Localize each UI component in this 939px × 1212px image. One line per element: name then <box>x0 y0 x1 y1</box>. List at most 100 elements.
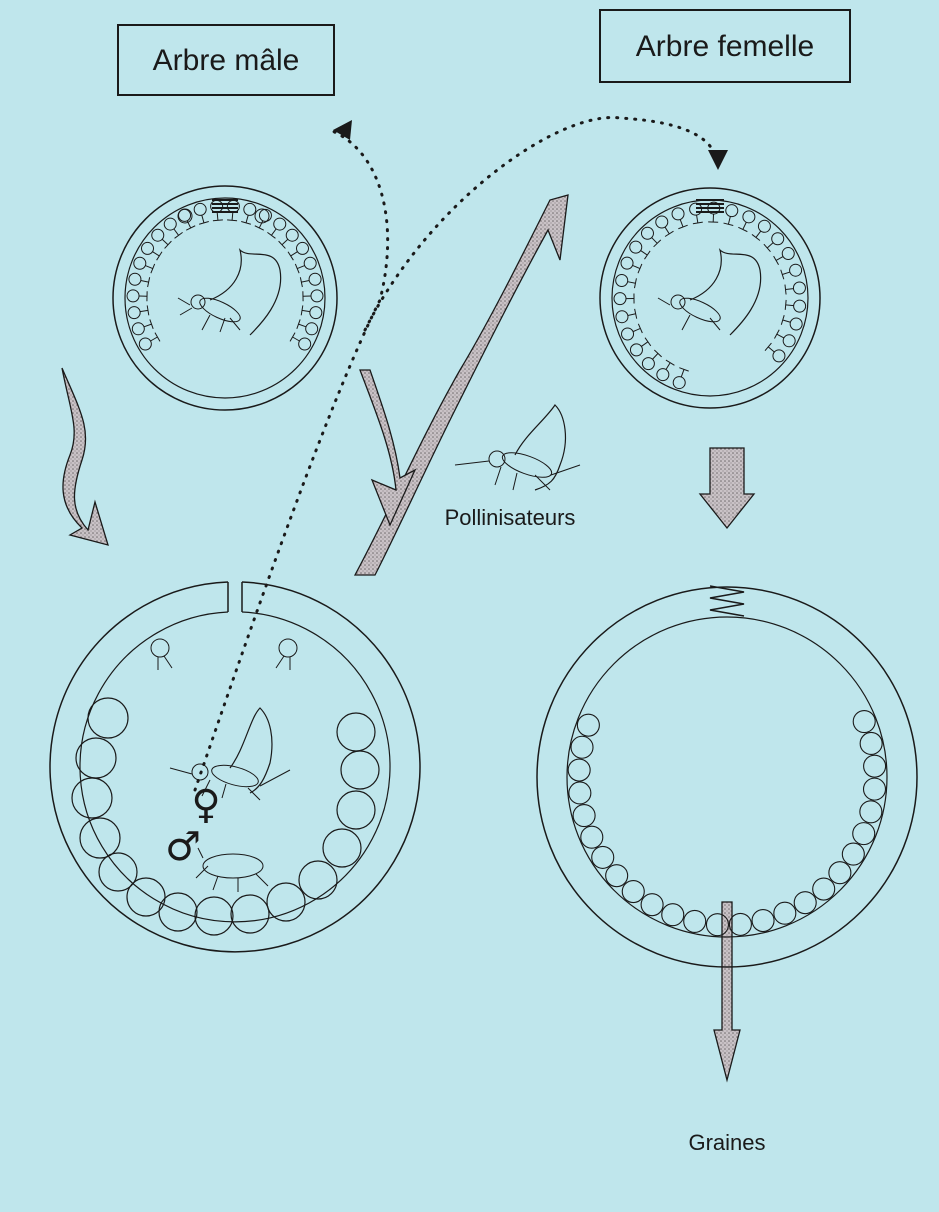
flower-style <box>767 243 773 248</box>
flower-ovary <box>259 209 271 221</box>
flower-style <box>174 229 179 235</box>
arrow-female-develop <box>700 448 754 528</box>
flower-stigma <box>774 256 779 265</box>
flower-style <box>628 282 636 284</box>
female-tree-box: Arbre femelle <box>600 10 850 82</box>
flower-ovary <box>672 208 684 220</box>
flower-ovary <box>309 273 321 285</box>
flower-ovary <box>286 229 298 241</box>
flower-style <box>144 324 152 327</box>
flower-ovary <box>630 241 642 253</box>
flower-stigma <box>155 333 160 342</box>
gall <box>337 791 375 829</box>
seed <box>864 755 886 777</box>
arrow-male-develop <box>62 368 108 545</box>
seed <box>684 910 706 932</box>
flower-ovary <box>642 358 654 370</box>
flower-stigma <box>738 227 747 231</box>
flower-stigma <box>638 324 642 333</box>
seed <box>581 826 603 848</box>
gall <box>76 738 116 778</box>
flower-ovary <box>227 200 239 212</box>
male-fig-young <box>113 186 337 410</box>
flower-ovary <box>790 318 802 330</box>
seed <box>794 892 816 914</box>
flower-ovary <box>630 344 642 356</box>
flower-ovary <box>299 338 311 350</box>
seed <box>622 881 644 903</box>
flower-style <box>652 353 657 359</box>
seed <box>842 843 864 865</box>
flower-ovary <box>772 233 784 245</box>
flower-stigma <box>785 285 786 295</box>
gall <box>88 698 128 738</box>
seed <box>662 904 684 926</box>
flower-ovary <box>211 200 223 212</box>
gall <box>231 895 269 933</box>
flower-stigma <box>227 220 237 221</box>
gall <box>299 861 337 899</box>
flower-style <box>302 310 310 311</box>
male-wasp-icon <box>196 848 268 892</box>
female-wasp-icon <box>170 708 290 800</box>
flower-style <box>786 305 794 306</box>
flower-style <box>776 257 783 261</box>
gall <box>195 897 233 935</box>
flower-style <box>768 347 774 352</box>
flower-stigma <box>645 338 651 346</box>
flower-style <box>246 215 248 223</box>
flower-ovary <box>127 290 139 302</box>
flower-style <box>271 229 276 235</box>
flower-style <box>728 216 730 224</box>
seed <box>592 846 614 868</box>
male-symbol: ♂ <box>165 824 201 870</box>
seed <box>641 894 663 916</box>
gall <box>341 751 379 789</box>
flower-style <box>782 272 790 274</box>
flower-style <box>666 363 670 370</box>
flower-ovary <box>726 205 738 217</box>
male-tree-label: Arbre mâle <box>153 44 300 77</box>
flower-ovary <box>129 273 141 285</box>
seed <box>860 801 882 823</box>
flower-ovary <box>128 307 140 319</box>
flower-ovary <box>673 377 685 389</box>
flower-ovary <box>743 211 755 223</box>
seed <box>577 714 599 736</box>
flower-stigma <box>267 232 275 238</box>
flower-ovary <box>622 328 634 340</box>
flower-ovary <box>142 242 154 254</box>
seed <box>606 865 628 887</box>
flower-stigma <box>288 252 293 260</box>
flower-style <box>141 281 149 283</box>
flower-ovary <box>296 242 308 254</box>
flower-ovary <box>690 203 702 215</box>
flower-ovary <box>773 350 785 362</box>
flower-ovary <box>134 257 146 269</box>
flower-style <box>633 328 640 331</box>
flower-stigma <box>213 220 223 221</box>
flower-style <box>291 252 298 256</box>
flower-ovary <box>616 311 628 323</box>
flower-stigma <box>644 251 650 259</box>
flower-ovary <box>306 323 318 335</box>
flower-style <box>151 337 158 341</box>
seed <box>573 805 595 827</box>
flower-stigma <box>157 252 162 260</box>
flower-ovary <box>311 290 323 302</box>
seed <box>729 913 751 935</box>
flower-ovary <box>164 218 176 230</box>
flower-ovary <box>758 220 770 232</box>
gall <box>80 818 120 858</box>
flower-ovary <box>782 248 794 260</box>
flower-style <box>297 266 304 269</box>
flower-style <box>652 238 658 244</box>
seed <box>860 732 882 754</box>
flower-style <box>633 265 640 268</box>
flower-ovary <box>794 300 806 312</box>
flower-stigma <box>752 234 760 240</box>
gall <box>323 829 361 867</box>
flower-ovary <box>132 323 144 335</box>
seed <box>853 711 875 733</box>
